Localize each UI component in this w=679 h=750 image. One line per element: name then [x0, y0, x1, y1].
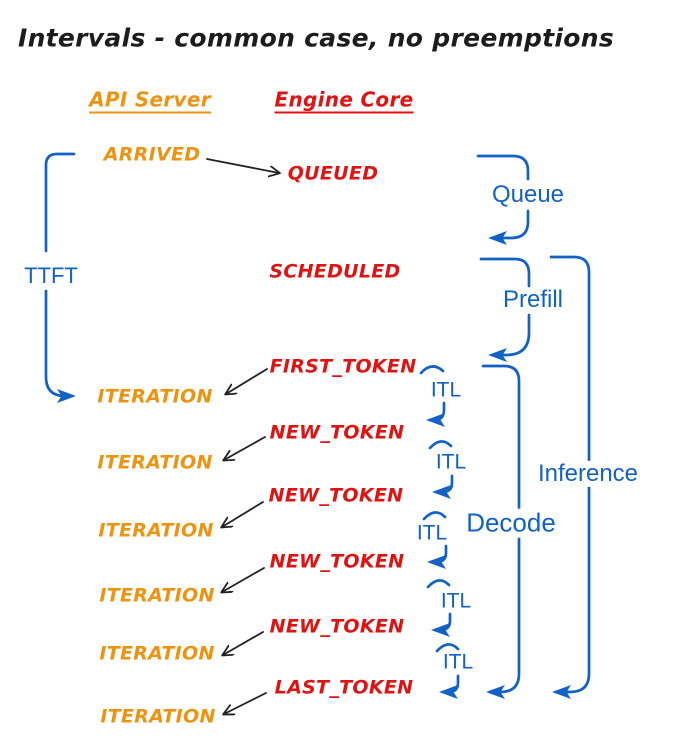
event-iteration: ITERATION	[98, 519, 214, 542]
interval-label-itl: ITL	[416, 521, 448, 545]
arrived-to-queued-arrow	[206, 158, 279, 173]
itl-marker	[435, 643, 460, 699]
event-iteration: ITERATION	[97, 451, 213, 474]
interval-label-queue: Queue	[491, 180, 565, 208]
interval-label-inference: Inference	[533, 460, 643, 488]
interval-label-itl: ITL	[430, 378, 462, 402]
new-token-to-iteration-arrow	[222, 567, 265, 592]
prefill-bracket	[479, 257, 531, 362]
new-token-to-iteration-arrow	[222, 501, 264, 527]
event-new-token: NEW_TOKEN	[269, 615, 405, 638]
interval-label-itl: ITL	[442, 650, 474, 674]
interval-label-decode: Decode	[462, 509, 560, 538]
event-new-token: NEW_TOKEN	[269, 550, 405, 573]
event-iteration: ITERATION	[99, 584, 215, 607]
ttft-bracket	[44, 152, 76, 403]
diagram-title: Intervals - common case, no preemptions	[17, 23, 615, 53]
itl-marker	[428, 440, 454, 499]
event-iteration: ITERATION	[97, 385, 213, 408]
new-token-to-iteration-arrow	[224, 436, 266, 460]
interval-label-itl: ITL	[435, 450, 467, 474]
interval-label-itl: ITL	[440, 589, 472, 613]
interval-label-prefill: Prefill	[502, 285, 564, 313]
event-arrived: ARRIVED	[103, 143, 201, 166]
event-last-token: LAST_TOKEN	[274, 676, 414, 699]
event-new-token: NEW_TOKEN	[269, 421, 405, 444]
interval-label-ttft: TTFT	[24, 262, 78, 288]
itl-marker	[419, 365, 446, 427]
event-first-token: FIRST_TOKEN	[269, 355, 417, 378]
itl-marker	[426, 579, 452, 637]
event-scheduled: SCHEDULED	[269, 260, 401, 283]
event-iteration: ITERATION	[100, 705, 216, 728]
itl-marker	[422, 511, 448, 569]
event-new-token: NEW_TOKEN	[268, 484, 404, 507]
event-iteration: ITERATION	[99, 642, 215, 665]
event-queued: QUEUED	[287, 162, 379, 185]
column-header-engine-core: Engine Core	[274, 87, 414, 114]
column-header-api-server: API Server	[89, 87, 211, 114]
first-token-to-iteration-arrow	[226, 368, 268, 394]
last-token-to-iteration-arrow	[224, 692, 267, 714]
new-token-to-iteration-arrow	[223, 631, 264, 655]
queue-bracket	[476, 154, 530, 245]
